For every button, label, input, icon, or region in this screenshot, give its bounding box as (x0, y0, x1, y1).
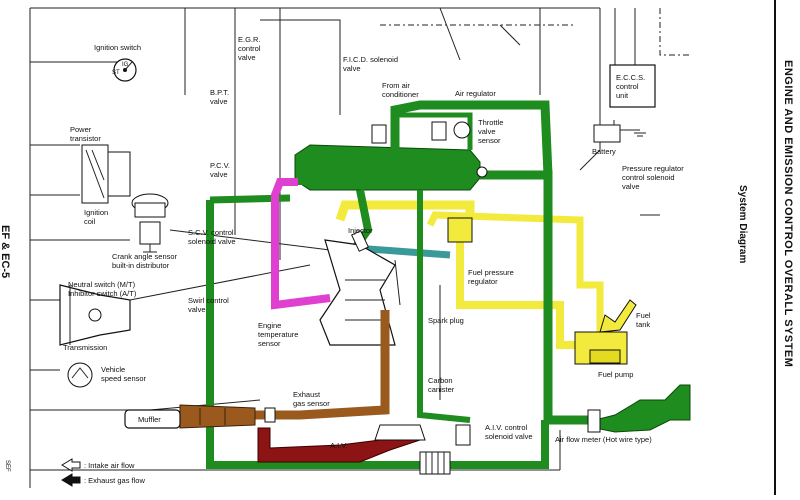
aiv-air-injection (257, 424, 451, 475)
label-neutral-2: Inhibitor switch (A/T) (68, 289, 137, 298)
label-afm: Air flow meter (Hot wire type) (555, 435, 652, 444)
label-battery: Battery (592, 147, 616, 156)
label-fuel-pump: Fuel pump (598, 370, 633, 379)
label-injector: Injector (348, 226, 373, 235)
fuel-pump (589, 349, 621, 364)
label-aiv-sol-2: solenoid valve (485, 432, 533, 441)
label-swirl-1: Swirl control (188, 296, 229, 305)
label-spark-plug: Spark plug (428, 316, 464, 325)
label-ig: IG (122, 62, 129, 68)
label-eccs-1: E.C.C.S. (616, 73, 645, 82)
label-scv-1: S.C.V. control (188, 228, 234, 237)
label-ficd-2: valve (343, 64, 361, 73)
battery (593, 120, 646, 143)
label-ficd-1: F.I.C.D. solenoid (343, 55, 398, 64)
pcv-hose (271, 178, 331, 310)
label-fpr-1: Fuel pressure (468, 268, 514, 277)
label-prcs-2: control solenoid (622, 173, 675, 182)
label-exhaust-1: Exhaust (293, 390, 321, 399)
label-prcs-1: Pressure regulator (622, 164, 684, 173)
fuel-lines (335, 200, 604, 349)
figure-code: SEF (4, 460, 10, 472)
exhaust-system (179, 310, 390, 429)
label-fuel-tank-2: tank (636, 320, 650, 329)
label-vss-1: Vehicle (101, 365, 125, 374)
label-pcv-2: valve (210, 170, 228, 179)
label-throttle-3: sensor (478, 136, 501, 145)
label-ignition-switch: Ignition switch (94, 43, 141, 52)
label-ets-2: temperature (258, 330, 298, 339)
ignition-switch (113, 58, 137, 82)
transmission (59, 284, 131, 346)
crank-angle-sensor-distributor (139, 221, 161, 253)
label-eccs-2: control (616, 82, 639, 91)
label-scv-2: solenoid valve (188, 237, 236, 246)
label-transmission: Transmission (63, 343, 107, 352)
power-transistor (81, 144, 131, 204)
page-title: ENGINE AND EMISSION CONTROL OVERALL SYST… (782, 60, 794, 367)
label-carbon-2: canister (428, 385, 455, 394)
label-from-ac-2: conditioner (382, 90, 419, 99)
label-power-transistor-1: Power (70, 125, 92, 134)
label-egr-1: E.G.R. (238, 35, 261, 44)
fuel-return-line (354, 244, 451, 259)
label-throttle-2: valve (478, 127, 496, 136)
label-swirl-2: valve (188, 305, 206, 314)
label-ignition-coil-1: Ignition (84, 208, 108, 217)
label-neutral-1: Neutral switch (M/T) (68, 280, 136, 289)
label-cas-1: Crank angle sensor (112, 252, 178, 261)
label-exhaust-2: gas sensor (293, 399, 330, 408)
vehicle-speed-sensor (67, 362, 93, 388)
label-pcv-1: P.C.V. (210, 161, 230, 170)
page-subtitle: System Diagram (737, 185, 748, 263)
label-power-transistor-2: transistor (70, 134, 101, 143)
legend-icons (61, 458, 81, 487)
label-aiv: A.I.V. (330, 441, 348, 450)
label-air-regulator: Air regulator (455, 89, 496, 98)
label-prcs-3: valve (622, 182, 640, 191)
label-aiv-sol-1: A.I.V. control (485, 423, 528, 432)
label-cas-2: built-in distributor (112, 261, 170, 270)
intake-air-system (206, 100, 691, 469)
label-ets-1: Engine (258, 321, 281, 330)
label-fuel-tank-1: Fuel (636, 311, 651, 320)
label-ignition-coil-2: coil (84, 217, 96, 226)
legend-exhaust: : Exhaust gas flow (84, 476, 145, 485)
label-vss-2: speed sensor (101, 374, 147, 383)
label-bpt-2: valve (210, 97, 228, 106)
label-egr-3: valve (238, 53, 256, 62)
label-bpt-1: B.P.T. (210, 88, 229, 97)
eccs-control-unit (609, 64, 656, 108)
intake-arrow-icon (61, 458, 81, 472)
label-carbon-1: Carbon (428, 376, 453, 385)
label-fpr-2: regulator (468, 277, 498, 286)
muffler (124, 409, 181, 429)
ignition-coil (131, 193, 169, 218)
legend-intake: : Intake air flow (84, 461, 135, 470)
label-throttle-1: Throttle (478, 118, 503, 127)
exhaust-arrow-icon (61, 473, 81, 487)
label-egr-2: control (238, 44, 261, 53)
label-ets-3: sensor (258, 339, 281, 348)
label-eccs-3: unit (616, 91, 629, 100)
label-from-ac-1: From air (382, 81, 410, 90)
label-muffler: Muffler (138, 415, 161, 424)
component-labels: Ignition switch IG ST E.G.R. control val… (63, 35, 684, 485)
engine-cylinder (319, 230, 401, 346)
label-st: ST (112, 70, 120, 76)
page-ref: EF & EC-5 (0, 225, 11, 278)
fuel-pressure-regulator (447, 217, 473, 243)
